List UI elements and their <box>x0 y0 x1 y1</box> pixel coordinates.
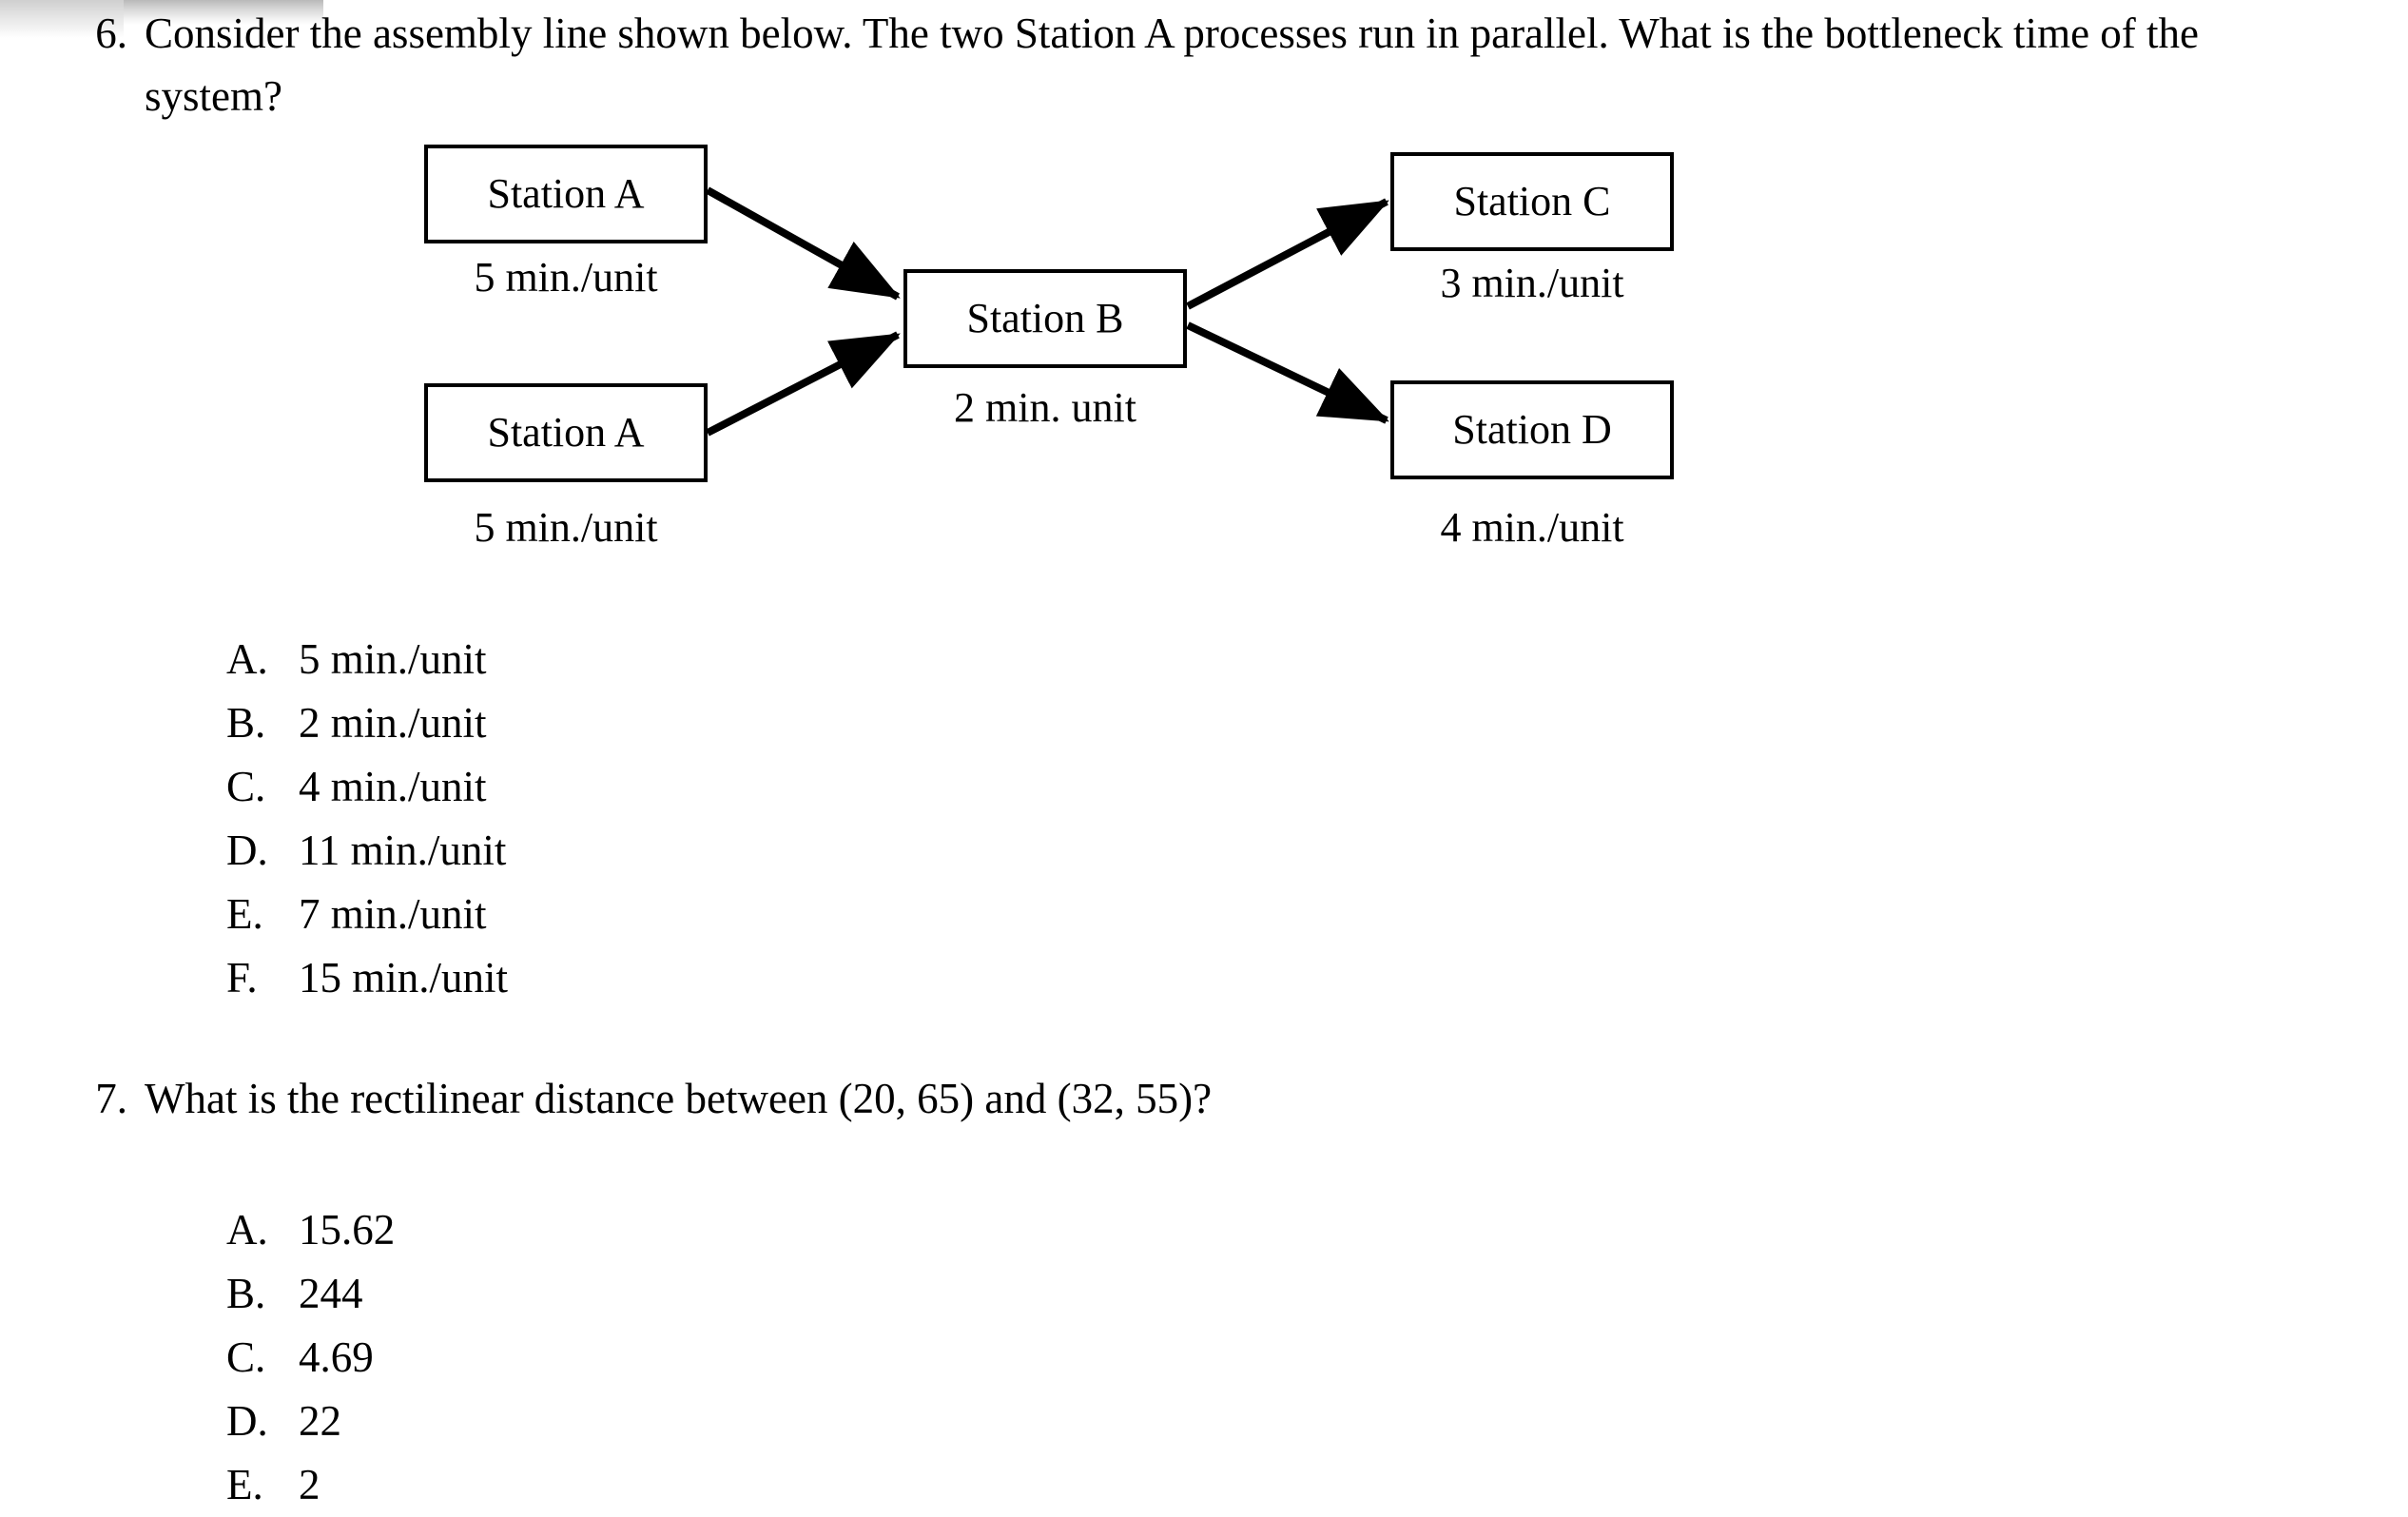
node-station-d-rate: 4 min./unit <box>1440 504 1624 551</box>
option-7-d[interactable]: D. 22 <box>226 1390 395 1453</box>
option-6-e-letter: E. <box>226 890 263 938</box>
option-6-b[interactable]: B. 2 min./unit <box>226 691 508 755</box>
node-station-c-rate: 3 min./unit <box>1440 260 1624 306</box>
option-6-e-text: 7 min./unit <box>299 890 487 938</box>
option-6-c-text: 4 min./unit <box>299 763 487 810</box>
option-6-d-letter: D. <box>226 827 268 874</box>
question-6-number: 6. <box>95 10 127 57</box>
node-station-a-top: Station A <box>424 145 708 243</box>
option-7-a[interactable]: A. 15.62 <box>226 1198 395 1262</box>
option-6-e[interactable]: E. 7 min./unit <box>226 883 508 946</box>
option-6-d-text: 11 min./unit <box>299 827 507 874</box>
edge-station-b-to-c <box>1186 198 1389 310</box>
question-6-options: A. 5 min./unit B. 2 min./unit C. 4 min./… <box>226 628 508 1010</box>
option-7-a-letter: A. <box>226 1206 268 1254</box>
option-7-b[interactable]: B. 244 <box>226 1262 395 1326</box>
option-6-f[interactable]: F. 15 min./unit <box>226 946 508 1010</box>
node-station-a-bottom-rate: 5 min./unit <box>474 504 658 551</box>
edge-station-b-to-d <box>1186 321 1389 424</box>
option-7-c[interactable]: C. 4.69 <box>226 1326 395 1390</box>
node-station-b: Station B <box>903 269 1187 368</box>
node-station-c: Station C <box>1390 152 1674 251</box>
node-station-a-top-label: Station A <box>487 170 645 217</box>
option-6-b-letter: B. <box>226 699 266 747</box>
node-station-a-bottom: Station A <box>424 383 708 482</box>
node-station-b-label: Station B <box>966 295 1124 341</box>
option-7-c-text: 4.69 <box>299 1333 374 1381</box>
node-station-a-bottom-label: Station A <box>487 409 645 456</box>
option-6-a-text: 5 min./unit <box>299 635 487 683</box>
node-station-d: Station D <box>1390 380 1674 479</box>
option-6-c[interactable]: C. 4 min./unit <box>226 755 508 819</box>
option-7-d-text: 22 <box>299 1397 341 1445</box>
edge-station-a-top-to-b <box>706 186 901 301</box>
question-7-text: What is the rectilinear distance between… <box>145 1075 1213 1122</box>
option-7-c-letter: C. <box>226 1333 266 1381</box>
question-7-options: A. 15.62 B. 244 C. 4.69 D. 22 E. 2 <box>226 1198 395 1517</box>
option-6-f-text: 15 min./unit <box>299 954 509 1002</box>
question-7: 7. What is the rectilinear distance betw… <box>57 1067 2340 1130</box>
option-6-a[interactable]: A. 5 min./unit <box>226 628 508 691</box>
option-7-a-text: 15.62 <box>299 1206 396 1254</box>
node-station-d-label: Station D <box>1452 406 1612 453</box>
node-station-b-rate: 2 min. unit <box>954 384 1136 431</box>
question-6: 6. Consider the assembly line shown belo… <box>57 2 2340 127</box>
option-7-e-letter: E. <box>226 1461 263 1508</box>
node-station-c-label: Station C <box>1453 178 1611 224</box>
option-6-b-text: 2 min./unit <box>299 699 487 747</box>
question-7-number: 7. <box>95 1075 127 1122</box>
option-7-b-text: 244 <box>299 1270 363 1317</box>
option-7-e[interactable]: E. 2 <box>226 1453 395 1517</box>
diagram-arrows <box>706 186 1389 437</box>
option-6-d[interactable]: D. 11 min./unit <box>226 819 508 883</box>
option-6-f-letter: F. <box>226 954 258 1002</box>
option-6-c-letter: C. <box>226 763 266 810</box>
assembly-line-diagram: Station A 5 min./unit Station A 5 min./u… <box>0 0 2408 590</box>
option-7-d-letter: D. <box>226 1397 268 1445</box>
node-station-a-top-rate: 5 min./unit <box>474 254 658 301</box>
option-7-e-text: 2 <box>299 1461 320 1508</box>
option-6-a-letter: A. <box>226 635 268 683</box>
option-7-b-letter: B. <box>226 1270 266 1317</box>
edge-station-a-bottom-to-b <box>706 331 901 437</box>
question-6-text: Consider the assembly line shown below. … <box>145 10 2199 120</box>
